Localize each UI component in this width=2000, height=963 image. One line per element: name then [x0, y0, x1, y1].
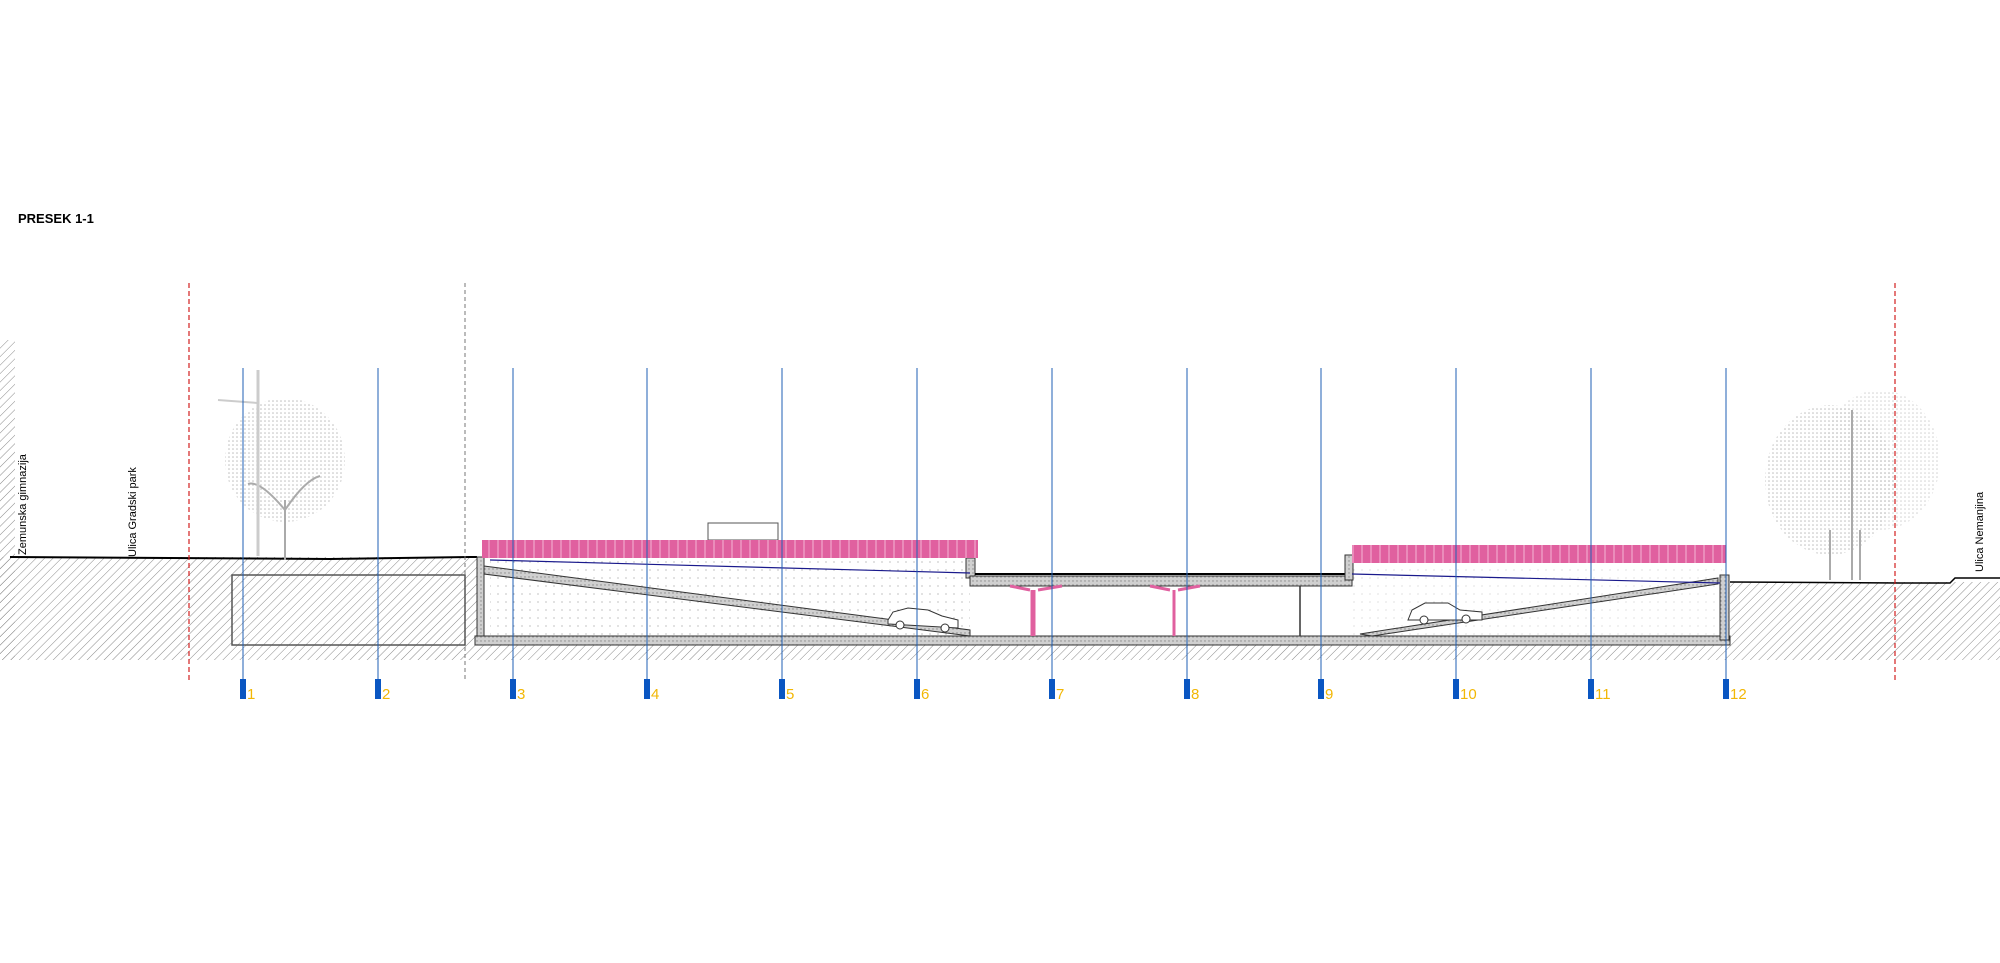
axis-label-9: 9 [1325, 686, 1333, 703]
street-label-zemunska-gimnazija: Zemunska gimnazija [17, 453, 29, 555]
street-label-nemanjina: Ulica Nemanjina [1974, 491, 1986, 572]
tree-right [1765, 390, 1940, 580]
section-title: PRESEK 1-1 [18, 211, 94, 226]
axis-marker-7 [1049, 679, 1055, 699]
axis-label-5: 5 [786, 686, 794, 703]
axis-marker-11 [1588, 679, 1594, 699]
terrain-line-left [489, 559, 971, 574]
ground [0, 340, 2000, 660]
axis-label-12: 12 [1730, 686, 1747, 703]
green-roof-band-left [482, 540, 978, 558]
axis-marker-12 [1723, 679, 1729, 699]
car-icon [1407, 602, 1483, 625]
car-icon [887, 607, 959, 633]
axis-label-11: 11 [1595, 686, 1611, 703]
axis-marker-2 [375, 679, 381, 699]
axis-marker-10 [1453, 679, 1459, 699]
garage-structure [474, 522, 1731, 646]
axis-label-3: 3 [517, 686, 525, 703]
axis-marker-5 [779, 679, 785, 699]
existing-basement [231, 574, 466, 646]
axis-marker-8 [1184, 679, 1190, 699]
axis-label-1: 1 [247, 686, 255, 703]
green-roof-band-right [1352, 545, 1726, 563]
axis-label-10: 10 [1460, 686, 1477, 703]
axis-label-2: 2 [382, 686, 390, 703]
axis-marker-4 [644, 679, 650, 699]
axis-label-7: 7 [1056, 686, 1064, 703]
axis-label-8: 8 [1191, 686, 1199, 703]
street-label-gradski-park: Ulica Gradski park [127, 467, 139, 557]
axis-label-6: 6 [921, 686, 929, 703]
axis-marker-3 [510, 679, 516, 699]
terrain-line-right [1351, 573, 1721, 584]
tree-left [217, 370, 345, 560]
axis-marker-9 [1318, 679, 1324, 699]
axis-marker-1 [240, 679, 246, 699]
axis-marker-6 [914, 679, 920, 699]
axis-label-4: 4 [651, 686, 659, 703]
